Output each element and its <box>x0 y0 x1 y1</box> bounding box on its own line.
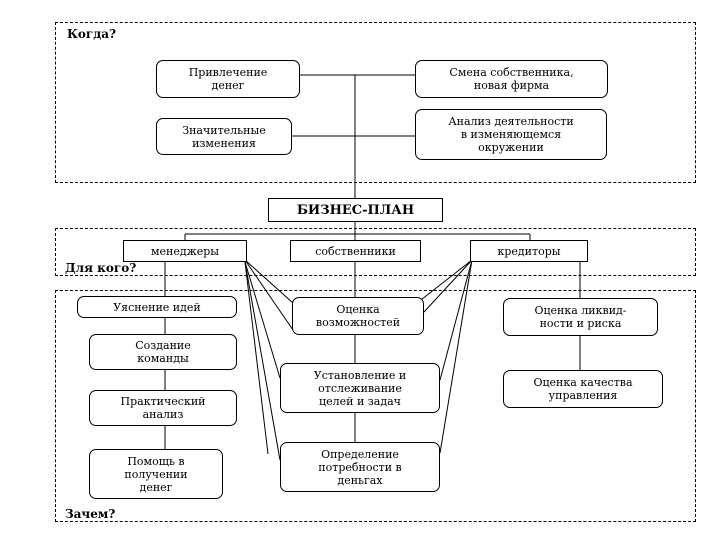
section-for-whom <box>55 228 696 276</box>
node-liquidity-risk: Оценка ликвид- ности и риска <box>503 298 658 336</box>
node-help-money: Помощь в получении денег <box>89 449 223 499</box>
node-assess-opportunities: Оценка возможностей <box>292 297 424 335</box>
node-owners: собственники <box>290 240 421 262</box>
node-managers: менеджеры <box>123 240 247 262</box>
node-creditors: кредиторы <box>470 240 588 262</box>
connector-creditors-opportunities <box>416 259 473 304</box>
connector-managers-opportunities-b <box>244 259 294 331</box>
node-activity-analysis: Анализ деятельности в изменяющемся окруж… <box>415 109 607 160</box>
section-label-when: Когда? <box>67 27 117 41</box>
connector-managers-needs-b <box>244 261 281 461</box>
connector-managers-goals <box>244 261 281 379</box>
node-set-goals: Установление и отслеживание целей и зада… <box>280 363 440 413</box>
node-practical-analysis: Практический анализ <box>89 390 237 426</box>
connector-managers-opportunities <box>244 259 294 304</box>
node-attract-money: Привлечение денег <box>156 60 300 98</box>
node-significant-changes: Значительные изменения <box>156 118 292 155</box>
connector-managers-needs <box>244 261 269 455</box>
connector-creditors-needs <box>439 259 473 454</box>
section-label-for-whom: Для кого? <box>65 261 137 275</box>
node-owner-change: Смена собственника, новая фирма <box>415 60 608 98</box>
section-label-why: Зачем? <box>65 507 116 521</box>
connector-creditors-goals <box>439 259 473 381</box>
node-management-quality: Оценка качества управления <box>503 370 663 408</box>
node-business-plan: БИЗНЕС-ПЛАН <box>268 198 443 222</box>
section-when <box>55 22 696 183</box>
connector-creditors-opportunities-b <box>423 259 473 313</box>
node-clarify-ideas: Уяснение идей <box>77 296 237 318</box>
node-determine-money-needs: Определение потребности в деньгах <box>280 442 440 492</box>
section-why <box>55 290 696 522</box>
node-create-team: Создание команды <box>89 334 237 370</box>
